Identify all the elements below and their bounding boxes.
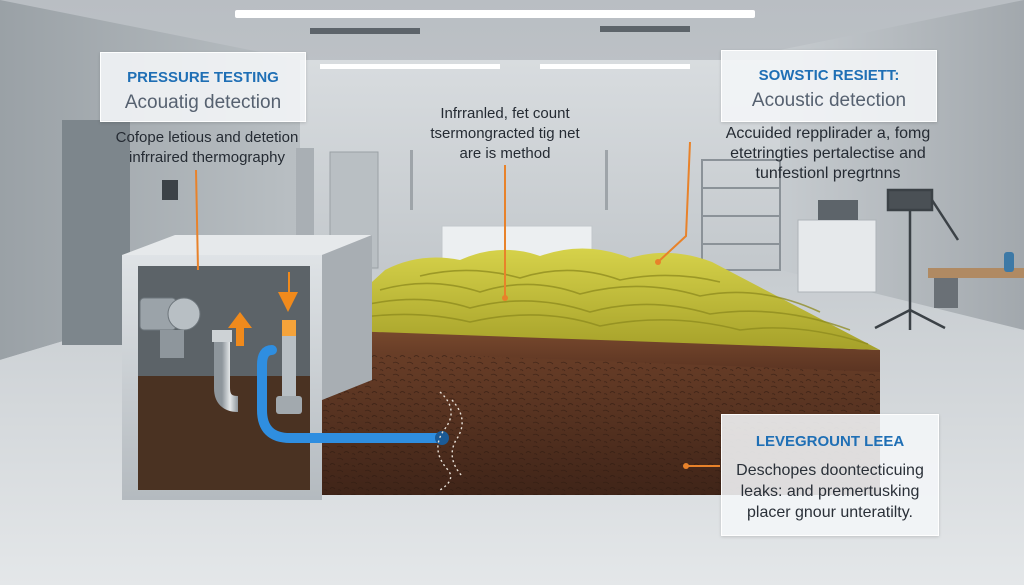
ceiling-lights xyxy=(235,10,755,69)
caption-line: Infrranled, fet count xyxy=(440,105,570,122)
leak-signal-icon xyxy=(437,391,463,491)
caption-line: are is method xyxy=(459,145,551,162)
bench xyxy=(928,268,1024,278)
caption-line: tunfestionl pregrtnns xyxy=(755,165,901,182)
drain-pipe xyxy=(212,330,302,414)
body-line: leaks: and premertusking xyxy=(740,483,920,500)
caption-line: Cofope letious and detetion xyxy=(115,129,299,146)
caption-line: Accuided repplirader a, fomg xyxy=(725,125,931,142)
underground-panel: LEVEGROUNT LEEA Deschopes doontecticuing… xyxy=(721,414,939,536)
callout-lines xyxy=(195,141,720,467)
caption-line: infrraired thermography xyxy=(129,149,285,166)
lab-cabinet xyxy=(797,219,877,293)
caption-line: etetringties pertalectise and xyxy=(730,145,926,162)
down-arrow-icon xyxy=(278,272,298,336)
panel-title: PRESSURE TESTING xyxy=(127,69,279,86)
ground-surface xyxy=(320,248,880,350)
body-line: Deschopes doontecticuing xyxy=(736,462,924,479)
pump-icon xyxy=(139,297,201,358)
equipment-rack xyxy=(701,159,781,271)
body-line: placer gnour unteratilty. xyxy=(746,504,913,521)
panel-subtitle: Acouatig detection xyxy=(124,92,282,113)
acoustic-panel: SOWSTIC RESIETT: Acoustic detection xyxy=(721,50,937,122)
acoustic-caption: Accuided repplirader a, fomg etetringtie… xyxy=(708,124,948,184)
pressure-testing-caption: Cofope letious and detetion infrraired t… xyxy=(92,128,322,168)
panel-subtitle: Acoustic detection xyxy=(751,90,907,111)
pressure-testing-panel: PRESSURE TESTING Acouatig detection xyxy=(100,52,306,122)
water-pipe xyxy=(257,345,445,443)
panel-body: Deschopes doontecticuing leaks: and prem… xyxy=(722,460,938,523)
wall-panel xyxy=(162,180,178,200)
panel-title: SOWSTIC RESIETT: xyxy=(758,67,900,84)
caption-line: tsermongracted tig net xyxy=(430,125,580,142)
panel-title: LEVEGROUNT LEEA xyxy=(755,433,905,450)
center-caption: Infrranled, fet count tsermongracted tig… xyxy=(405,104,605,164)
bottle xyxy=(1004,252,1014,272)
tripod-camera xyxy=(874,188,960,330)
left-door xyxy=(62,120,130,345)
up-arrow-icon xyxy=(228,312,252,346)
